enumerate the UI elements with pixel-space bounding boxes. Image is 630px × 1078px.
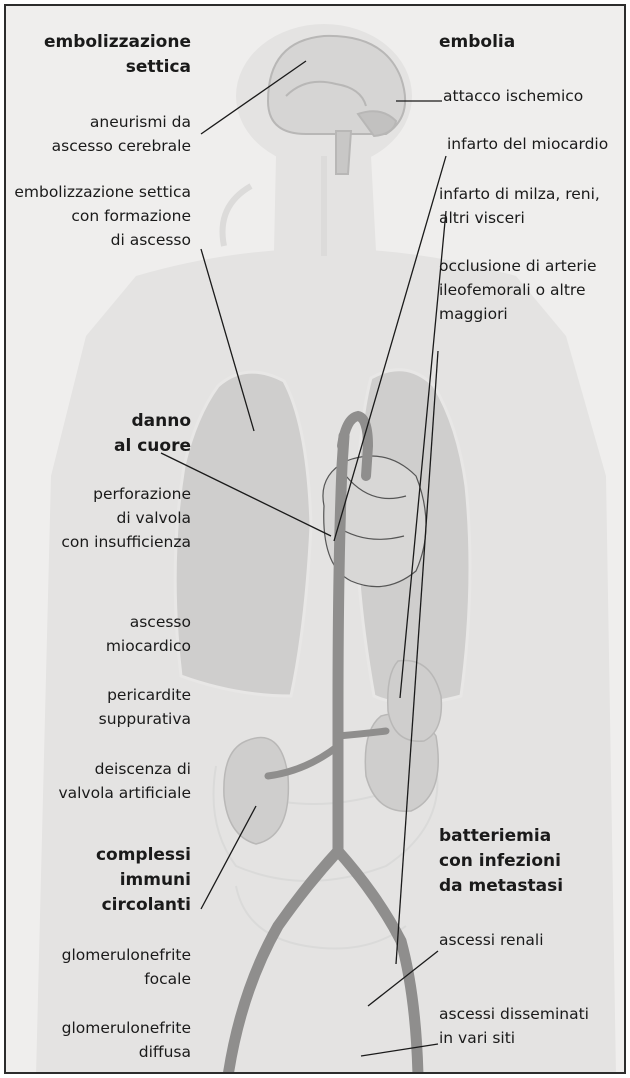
label-glomerulonefrite-focale: glomerulonefrite focale bbox=[4, 943, 191, 991]
label-attacco-ischemico: attacco ischemico bbox=[443, 84, 626, 108]
heading-embolizzazione-settica: embolizzazione settica bbox=[4, 30, 191, 80]
heading-complessi-immuni: complessi immuni circolanti bbox=[4, 843, 191, 918]
label-deiscenza: deiscenza di valvola artificiale bbox=[4, 757, 191, 805]
diagram-frame: embolizzazione settica aneurismi da asce… bbox=[4, 4, 626, 1074]
label-perforazione-valvola: perforazione di valvola con insufficienz… bbox=[4, 482, 191, 554]
label-infarto-miocardio: infarto del miocardio bbox=[447, 132, 626, 156]
label-occlusione-arterie: occlusione di arterie ileofemorali o alt… bbox=[439, 254, 624, 326]
label-ascessi-disseminati: ascessi disseminati in vari siti bbox=[439, 1002, 624, 1050]
heading-batteriemia: batteriemia con infezioni da metastasi bbox=[439, 824, 624, 899]
label-embolizzazione-ascesso: embolizzazione settica con formazione di… bbox=[4, 180, 191, 252]
label-glomerulonefrite-diffusa: glomerulonefrite diffusa bbox=[4, 1016, 191, 1064]
label-ascesso-miocardico: ascesso miocardico bbox=[4, 610, 191, 658]
label-aneurismi: aneurismi da ascesso cerebrale bbox=[4, 110, 191, 158]
label-pericardite: pericardite suppurativa bbox=[4, 683, 191, 731]
label-infarto-visceri: infarto di milza, reni, altri visceri bbox=[439, 182, 624, 230]
heading-danno-al-cuore: danno al cuore bbox=[4, 409, 191, 459]
label-ascessi-renali: ascessi renali bbox=[439, 928, 624, 952]
heading-embolia: embolia bbox=[439, 30, 624, 55]
